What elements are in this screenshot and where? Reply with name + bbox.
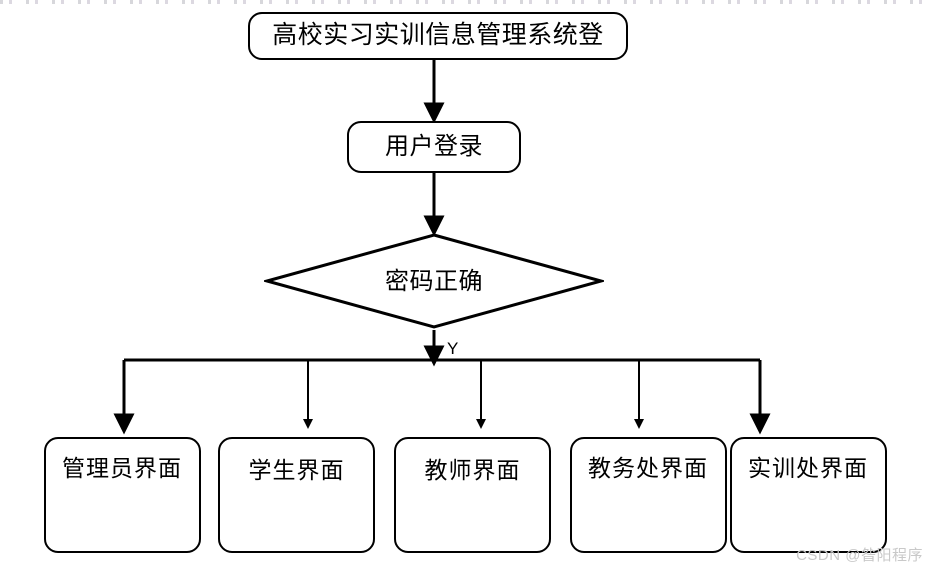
node-student-interface: 学生界面 <box>218 437 375 553</box>
branch-label-yes: Y <box>447 339 459 358</box>
diamond-shape <box>264 233 604 329</box>
node-user-login: 用户登录 <box>347 121 521 173</box>
csdn-watermark: CSDN @昝阳程序 <box>796 547 923 564</box>
node-training-office-interface: 实训处界面 <box>730 437 887 553</box>
node-system-login-title: 高校实习实训信息管理系统登 <box>248 12 628 60</box>
node-password-correct-decision: 密码正确 <box>264 232 604 330</box>
cropped-text-strip <box>0 0 929 4</box>
node-academic-affairs-interface: 教务处界面 <box>570 437 727 553</box>
node-teacher-interface: 教师界面 <box>394 437 551 553</box>
decision-label: 密码正确 <box>385 268 483 295</box>
node-admin-interface: 管理员界面 <box>44 437 201 553</box>
